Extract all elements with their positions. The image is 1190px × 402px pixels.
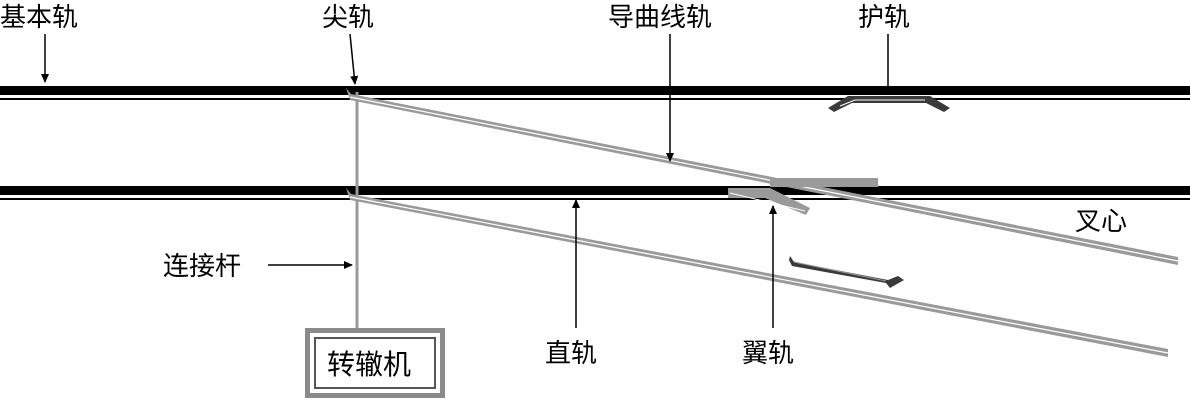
- straight-rail-shape: [346, 188, 1169, 357]
- upper-stock-rail: [0, 86, 1190, 100]
- upper-guard-rail-shape: [828, 96, 950, 112]
- connecting-rod-label: 连接杆: [163, 252, 241, 282]
- switch-machine-box: [305, 328, 445, 398]
- stock-rail-label: 基本轨: [0, 3, 78, 33]
- lead-curve-rail-label: 导曲线轨: [608, 3, 712, 33]
- guard-rail-label: 护轨: [858, 3, 910, 33]
- straight-rail-label: 直轨: [545, 339, 597, 369]
- lower-stock-rail: [0, 186, 1190, 200]
- frog-label: 叉心: [1075, 207, 1127, 237]
- switch-rail-label: 尖轨: [322, 3, 374, 33]
- switch-machine-label: 转辙机: [327, 348, 411, 381]
- lower-guard-rail-shape: [789, 256, 904, 288]
- lead-curve-rail-shape: [346, 88, 1179, 265]
- wing-rail-shape: [728, 178, 878, 215]
- switch-rail-pointer: [349, 33, 359, 85]
- wing-rail-label: 翼轨: [742, 339, 794, 369]
